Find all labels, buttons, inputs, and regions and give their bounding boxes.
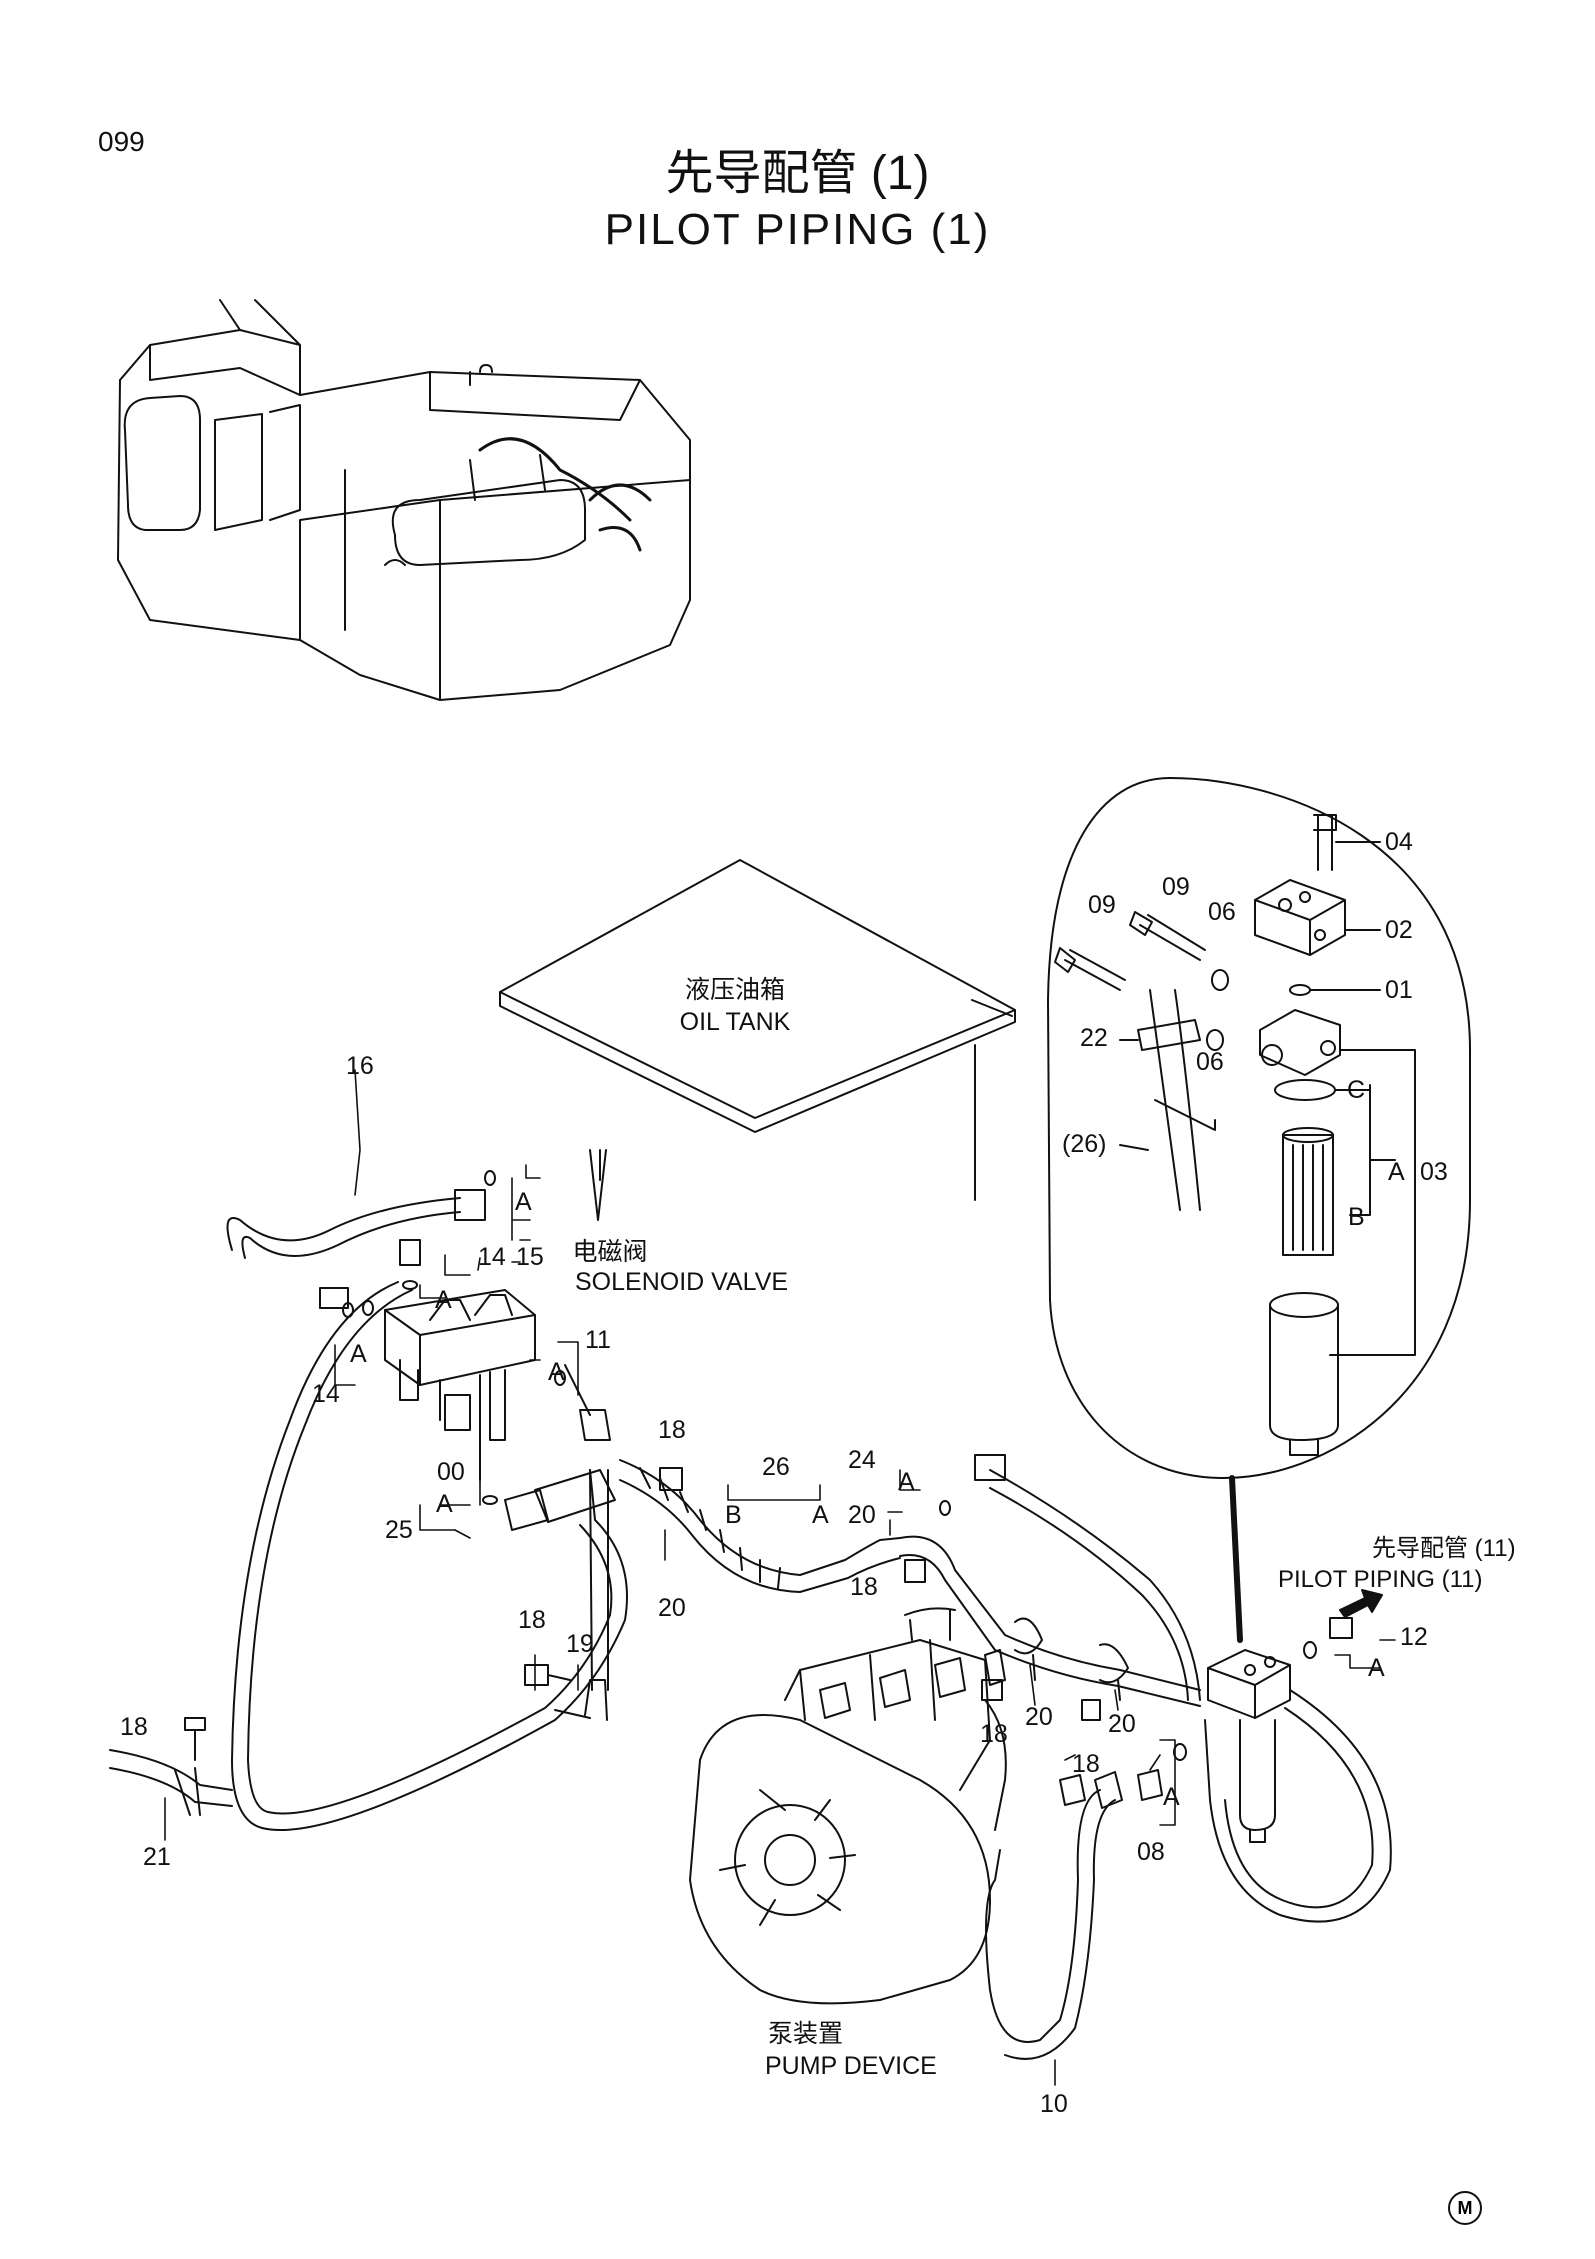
pilot-piping-ref-en: PILOT PIPING (11) bbox=[1278, 1566, 1483, 1593]
letter-a-12: A bbox=[1368, 1654, 1385, 1682]
callout-03: 03 bbox=[1420, 1158, 1448, 1186]
callout-02: 02 bbox=[1385, 916, 1413, 944]
callout-16: 16 bbox=[346, 1052, 374, 1080]
title-chinese: 先导配管 (1) bbox=[665, 147, 930, 200]
callout-06-bottom: 06 bbox=[1196, 1048, 1224, 1076]
callout-26: 26 bbox=[762, 1453, 790, 1481]
letter-a-14-lower: A bbox=[350, 1340, 367, 1368]
callout-15: 15 bbox=[516, 1243, 544, 1271]
letter-c: C bbox=[1347, 1076, 1366, 1104]
pump-device-label-cn: 泵装置 bbox=[768, 2020, 844, 2048]
letter-a-26: A bbox=[812, 1501, 829, 1529]
letter-b-26: B bbox=[725, 1501, 742, 1529]
callout-22: 22 bbox=[1080, 1024, 1108, 1052]
pump-device-label-en: PUMP DEVICE bbox=[765, 2052, 937, 2080]
callout-24: 24 bbox=[848, 1446, 876, 1474]
callout-20-pump: 20 bbox=[1025, 1703, 1053, 1731]
callout-26-ref: (26) bbox=[1062, 1130, 1107, 1158]
callout-18-top: 18 bbox=[658, 1416, 686, 1444]
letter-a-11: A bbox=[548, 1358, 565, 1386]
filter-detail-bubble bbox=[1047, 777, 1471, 1643]
letter-a-24: A bbox=[898, 1468, 915, 1496]
callout-04: 04 bbox=[1385, 828, 1413, 856]
callout-25: 25 bbox=[385, 1516, 413, 1544]
bolt-fittings bbox=[184, 1170, 1353, 1761]
pilot-piping-lines bbox=[109, 1189, 1392, 2060]
oil-tank-label-cn: 液压油箱 bbox=[684, 976, 785, 1004]
callout-18-pump: 18 bbox=[980, 1720, 1008, 1748]
callout-09-left: 09 bbox=[1088, 891, 1116, 919]
oil-tank-label-en: OIL TANK bbox=[679, 1008, 791, 1036]
callout-10: 10 bbox=[1040, 2090, 1068, 2118]
callout-18-left: 18 bbox=[518, 1606, 546, 1634]
callout-leaders bbox=[164, 1069, 1396, 2086]
callout-18-mid: 18 bbox=[850, 1573, 878, 1601]
callout-21: 21 bbox=[143, 1843, 171, 1871]
callout-20-upper: 20 bbox=[848, 1501, 876, 1529]
letter-a-25: A bbox=[436, 1490, 453, 1518]
callout-01: 01 bbox=[1385, 976, 1413, 1004]
solenoid-valve-label-en: SOLENOID VALVE bbox=[575, 1268, 789, 1296]
excavator-overview-illustration bbox=[117, 299, 691, 701]
callout-14-upper: 14 bbox=[478, 1243, 506, 1271]
callout-20-right: 20 bbox=[1108, 1710, 1136, 1738]
letter-a-14-upper: A bbox=[435, 1286, 452, 1314]
callout-19: 19 bbox=[566, 1630, 594, 1658]
page-number: 099 bbox=[98, 126, 145, 157]
title-english: PILOT PIPING (1) bbox=[604, 205, 991, 254]
letter-a-08: A bbox=[1163, 1783, 1180, 1811]
manufacturer-mark: M bbox=[1448, 2191, 1482, 2225]
callout-11: 11 bbox=[585, 1326, 611, 1354]
callout-08: 08 bbox=[1137, 1838, 1165, 1866]
letter-a-15: A bbox=[515, 1188, 532, 1216]
callout-18-far-left: 18 bbox=[120, 1713, 148, 1741]
callout-00: 00 bbox=[437, 1458, 465, 1486]
callout-20-left: 20 bbox=[658, 1594, 686, 1622]
solenoid-valve-label-cn: 电磁阀 bbox=[572, 1238, 648, 1266]
pilot-piping-ref-arrow bbox=[1339, 1589, 1383, 1618]
callout-06-top: 06 bbox=[1208, 898, 1236, 926]
letter-b-filter: B bbox=[1348, 1203, 1365, 1231]
oil-tank-shape bbox=[499, 859, 1016, 1221]
pilot-piping-ref-cn: 先导配管 (11) bbox=[1372, 1535, 1516, 1562]
callout-14-lower: 14 bbox=[312, 1380, 340, 1408]
callout-12: 12 bbox=[1400, 1623, 1428, 1651]
callout-18-right: 18 bbox=[1072, 1750, 1100, 1778]
letter-a-filter: A bbox=[1388, 1158, 1405, 1186]
callout-09-right: 09 bbox=[1162, 873, 1190, 901]
